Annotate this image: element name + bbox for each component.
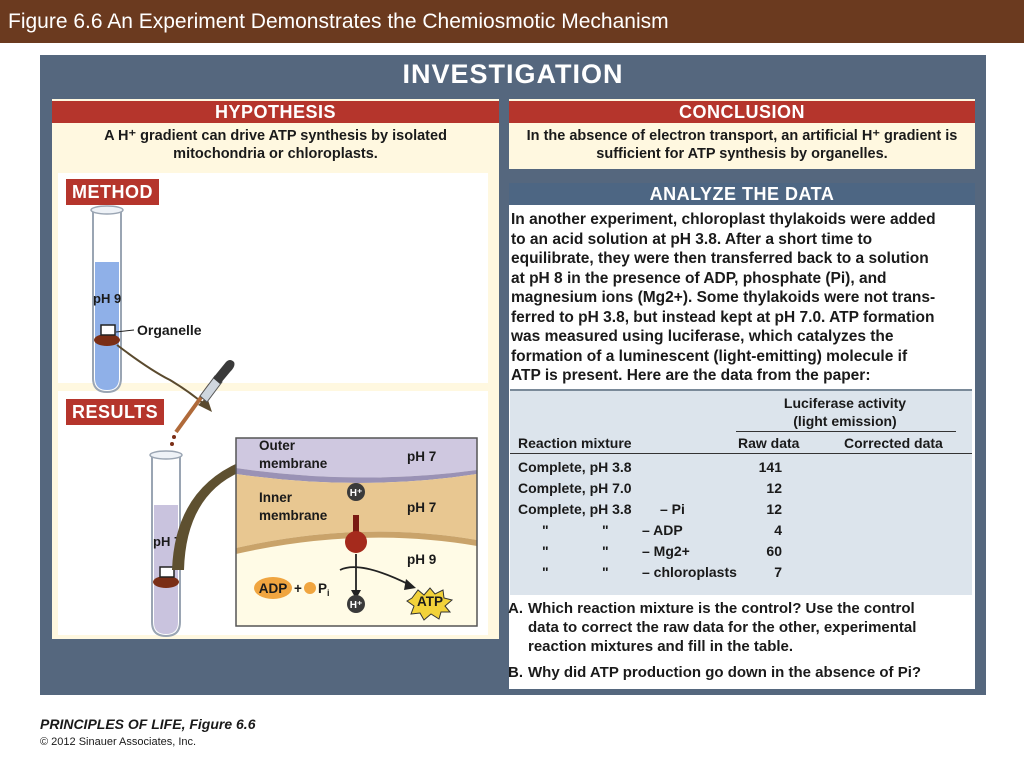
question-a-line: Which reaction mixture is the control? U…	[528, 600, 915, 617]
inner-membrane-label: membrane	[259, 508, 328, 523]
atp-label: ATP	[417, 594, 443, 609]
table-cell: "	[542, 522, 549, 538]
phosphate-symbol: P	[318, 581, 327, 596]
proton-icon	[347, 483, 365, 501]
table-cell: – Mg2+	[642, 543, 690, 559]
analyze-line: at pH 8 in the presence of ADP, phosphat…	[511, 269, 887, 287]
results-test-tube	[149, 450, 183, 638]
analyze-line: ferred to pH 3.8, but instead kept at pH…	[511, 308, 935, 326]
outer-membrane-label: membrane	[259, 456, 328, 471]
results-tube-ph: pH 7	[153, 534, 181, 549]
table-cell: "	[542, 564, 549, 580]
inner-membrane-label: Inner	[259, 490, 293, 505]
adp-label: ADP	[259, 581, 288, 596]
analyze-line: magnesium ions (Mg2+). Some thylakoids w…	[511, 289, 936, 306]
method-area	[58, 173, 488, 383]
organelle-label: Organelle	[137, 322, 202, 338]
table-cell: – chloroplasts	[642, 564, 737, 580]
analyze-line: In another experiment, chloroplast thyla…	[511, 211, 936, 228]
method-test-tube	[90, 205, 124, 394]
pipette	[170, 360, 235, 446]
proton-top-label: H⁺	[350, 488, 363, 499]
table-header-mixture: Reaction mixture	[518, 435, 632, 451]
table-cell: Complete, pH 7.0	[518, 480, 632, 496]
table-group-header: Luciferase activity	[783, 395, 907, 411]
table-cell: 141	[758, 459, 782, 475]
outer-membrane-label: Outer	[259, 438, 296, 453]
table-cell: Complete, pH 3.8	[518, 459, 632, 475]
ph-matrix-label: pH 9	[407, 552, 436, 567]
analyze-text: In another experiment, chloroplast thyla…	[511, 210, 981, 386]
conclusion-text: In the absence of electron transport, an…	[526, 128, 958, 162]
analyze-line: was measured using luciferase, which cat…	[511, 328, 894, 345]
adp-icon	[254, 577, 292, 599]
atp-synthase-icon	[345, 515, 367, 553]
investigation-title: INVESTIGATION	[402, 59, 624, 89]
table-cell: "	[542, 543, 549, 559]
table-cell: 12	[766, 480, 782, 496]
proton-bottom-label: H⁺	[350, 600, 363, 611]
plus-sign: +	[294, 581, 302, 596]
question-b-label: B.	[508, 664, 523, 681]
atp-starburst-icon	[406, 587, 454, 621]
question-a-line: data to correct the raw data for the oth…	[528, 619, 917, 636]
table-cell: – Pi	[660, 501, 685, 517]
footer-book: PRINCIPLES OF LIFE, Figure 6.6	[40, 716, 256, 732]
table-cell: – ADP	[642, 522, 683, 538]
table-cell: 12	[766, 501, 782, 517]
table-header-corrected: Corrected data	[844, 435, 943, 451]
analyze-line: ATP is present. Here are the data from t…	[511, 367, 871, 384]
proton-icon	[347, 595, 365, 613]
phosphate-icon	[304, 582, 316, 594]
method-tube-ph: pH 9	[93, 291, 121, 306]
table-group-header: (light emission)	[793, 413, 897, 429]
conclusion-heading: CONCLUSION	[509, 101, 975, 123]
analyze-heading: ANALYZE THE DATA	[509, 183, 975, 205]
transfer-arrow	[116, 344, 206, 406]
table-cell: "	[602, 564, 609, 580]
analyze-line: formation of a luminescent (light-emitti…	[511, 347, 908, 365]
footer-copyright: © 2012 Sinauer Associates, Inc.	[40, 736, 197, 748]
analyze-line: to an acid solution at pH 3.8. After a s…	[511, 230, 873, 248]
table-cell: 4	[774, 522, 782, 538]
ph-outer-label: pH 7	[407, 449, 436, 464]
phosphate-subscript: i	[327, 588, 330, 598]
question-a-label: A.	[508, 600, 523, 617]
table-cell: "	[602, 522, 609, 538]
table-cell: 7	[774, 564, 782, 580]
table-cell: "	[602, 543, 609, 559]
data-table: Luciferase activity (light emission) Rea…	[510, 389, 972, 595]
slide-title: Figure 6.6 An Experiment Demonstrates th…	[0, 0, 1024, 43]
table-cell: Complete, pH 3.8	[518, 501, 632, 517]
table-cell: 60	[766, 543, 782, 559]
results-heading: RESULTS	[64, 397, 167, 427]
analyze-line: equilibrate, they were then transferred …	[511, 250, 929, 267]
question-a-line: reaction mixtures and fill in the table.	[528, 638, 794, 655]
hypothesis-text: A H⁺ gradient can drive ATP synthesis by…	[104, 128, 447, 162]
ph-intermembrane-label: pH 7	[407, 500, 436, 515]
hypothesis-heading: HYPOTHESIS	[52, 101, 499, 123]
table-header-raw: Raw data	[738, 435, 800, 451]
question-b-line: Why did ATP production go down in the ab…	[528, 664, 922, 681]
phosphate-label: Pi	[318, 581, 330, 598]
